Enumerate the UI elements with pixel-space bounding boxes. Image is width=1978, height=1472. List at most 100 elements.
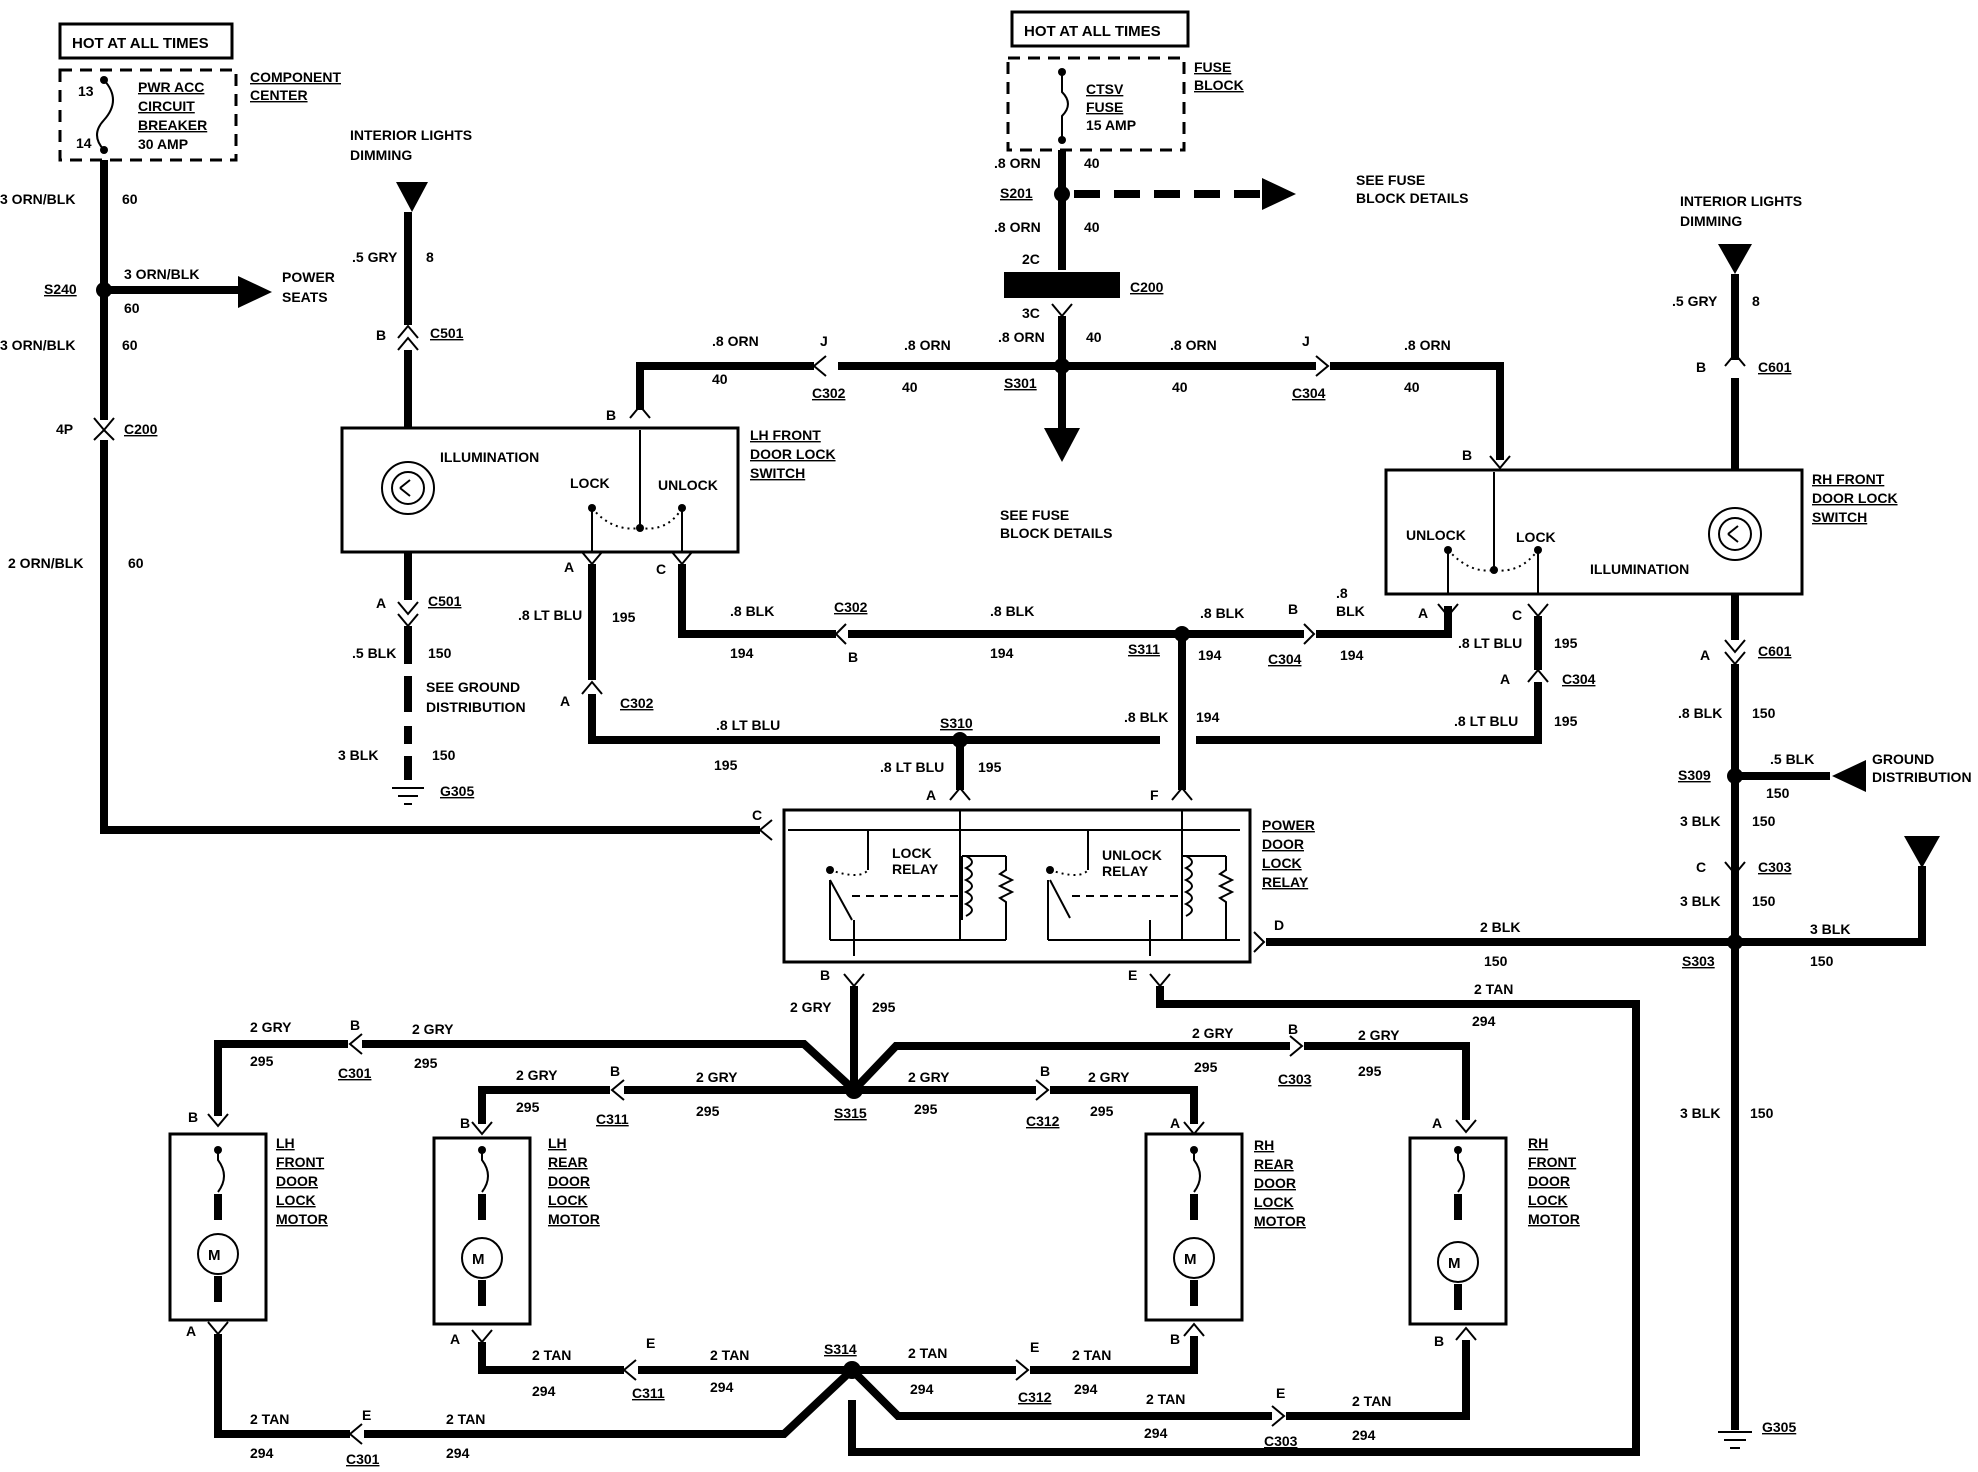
- arrow-power-seats: [238, 276, 272, 308]
- diagram-label: LH: [548, 1135, 567, 1151]
- diagram-label: 150: [1752, 813, 1776, 829]
- diagram-label: BLOCK: [1194, 77, 1244, 93]
- diagram-label: 194: [730, 645, 754, 661]
- diagram-label: UNLOCK: [658, 477, 718, 493]
- diagram-label: 150: [1750, 1105, 1774, 1121]
- diagram-label: D: [1274, 917, 1284, 933]
- diagram-label: 2 ORN/BLK: [8, 555, 83, 571]
- lh-front-door-lock-switch: ILLUMINATION LOCK UNLOCK: [340, 426, 740, 554]
- diagram-label: C303: [1758, 859, 1792, 875]
- diagram-label: J: [820, 333, 828, 349]
- diagram-label: .8 BLK: [1124, 709, 1168, 725]
- diagram-label: SWITCH: [750, 465, 805, 481]
- diagram-label: S310: [940, 715, 973, 731]
- diagram-label: 40: [1084, 155, 1100, 171]
- diagram-label: 2 TAN: [1352, 1393, 1391, 1409]
- diagram-label: C304: [1268, 651, 1302, 667]
- diagram-label: E: [1276, 1385, 1285, 1401]
- diagram-label: B: [460, 1115, 470, 1131]
- diagram-label: B: [376, 327, 386, 343]
- diagram-label: S314: [824, 1341, 857, 1357]
- diagram-label: 2 TAN: [532, 1347, 571, 1363]
- ctsy-fuse: CTSV FUSE 15 AMP: [1006, 56, 1186, 152]
- diagram-label: 4P: [56, 421, 73, 437]
- diagram-label: BLOCK DETAILS: [1356, 190, 1469, 206]
- diagram-label: C: [752, 807, 762, 823]
- diagram-label: C302: [620, 695, 654, 711]
- diagram-label: DOOR LOCK: [750, 446, 836, 462]
- diagram-label: LOCK: [548, 1192, 588, 1208]
- diagram-label: C304: [1562, 671, 1596, 687]
- diagram-label: 295: [914, 1101, 938, 1117]
- diagram-label: A: [1418, 605, 1428, 621]
- diagram-label: MOTOR: [548, 1211, 600, 1227]
- diagram-label: LOCK: [1516, 529, 1556, 545]
- diagram-label: ILLUMINATION: [440, 449, 539, 465]
- diagram-label: B: [350, 1017, 360, 1033]
- diagram-label: C301: [346, 1451, 380, 1467]
- diagram-label: 2 GRY: [1192, 1025, 1234, 1041]
- diagram-label: .8 ORN: [1170, 337, 1217, 353]
- diagram-label: 2 GRY: [908, 1069, 950, 1085]
- diagram-label: GROUND: [1872, 751, 1934, 767]
- diagram-label: 3 ORN/BLK: [0, 191, 75, 207]
- diagram-label: 3 BLK: [1680, 813, 1720, 829]
- diagram-label: SEE FUSE: [1000, 507, 1069, 523]
- diagram-label: A: [564, 559, 574, 575]
- arrow-ground-distribution: [1832, 760, 1866, 792]
- diagram-label: DIMMING: [1680, 213, 1742, 229]
- diagram-label: E: [1128, 967, 1137, 983]
- diagram-label: ILLUMINATION: [1590, 561, 1689, 577]
- arrow-interior-lights-left: [396, 182, 428, 212]
- diagram-label: .8 LT BLU: [1458, 635, 1522, 651]
- diagram-label: 294: [1352, 1427, 1376, 1443]
- diagram-label: DISTRIBUTION: [426, 699, 526, 715]
- diagram-label: M: [1448, 1255, 1461, 1272]
- diagram-label: DOOR: [1254, 1175, 1296, 1191]
- diagram-label: B: [1288, 601, 1298, 617]
- diagram-label: S311: [1128, 641, 1160, 657]
- diagram-label: 3 BLK: [1810, 921, 1850, 937]
- diagram-label: C302: [812, 385, 846, 401]
- diagram-label: B: [1434, 1333, 1444, 1349]
- connector-c200-block: [1004, 272, 1120, 298]
- diagram-label: RELAY: [892, 861, 939, 877]
- diagram-label: .8 LT BLU: [716, 717, 780, 733]
- arrow-interior-lights-right: [1718, 244, 1752, 274]
- diagram-label: B: [1170, 1331, 1180, 1347]
- diagram-label: 3 ORN/BLK: [124, 266, 199, 282]
- diagram-label: C501: [428, 593, 462, 609]
- rh-rear-door-lock-motor: M: [1144, 1132, 1244, 1322]
- diagram-label: C200: [124, 421, 158, 437]
- diagram-label: M: [1184, 1251, 1197, 1268]
- diagram-label: RH: [1254, 1137, 1274, 1153]
- diagram-label: 3 ORN/BLK: [0, 337, 75, 353]
- diagram-label: 40: [1172, 379, 1188, 395]
- diagram-label: 2 GRY: [790, 999, 832, 1015]
- arrow-see-fuse-block: [1262, 178, 1296, 210]
- diagram-label: 194: [990, 645, 1014, 661]
- diagram-label: BLOCK DETAILS: [1000, 525, 1113, 541]
- diagram-label: .8 ORN: [1404, 337, 1451, 353]
- rh-front-door-lock-motor: M: [1408, 1136, 1508, 1326]
- rh-front-door-lock-switch: UNLOCK LOCK ILLUMINATION: [1384, 468, 1804, 596]
- diagram-label: C: [656, 561, 666, 577]
- diagram-label: 14: [76, 135, 92, 151]
- diagram-label: 15 AMP: [1086, 117, 1136, 133]
- diagram-label: MOTOR: [1254, 1213, 1306, 1229]
- diagram-label: FRONT: [1528, 1154, 1577, 1170]
- diagram-label: 60: [128, 555, 144, 571]
- diagram-label: RELAY: [1102, 863, 1149, 879]
- diagram-label: 150: [428, 645, 452, 661]
- diagram-label: BLK: [1336, 603, 1365, 619]
- diagram-label: .8 BLK: [990, 603, 1034, 619]
- diagram-label: CIRCUIT: [138, 98, 195, 114]
- diagram-label: BREAKER: [138, 117, 207, 133]
- diagram-label: 2 TAN: [908, 1345, 947, 1361]
- diagram-label: 40: [1404, 379, 1420, 395]
- diagram-label: RELAY: [1262, 874, 1309, 890]
- diagram-label: G305: [1762, 1419, 1796, 1435]
- diagram-label: SEATS: [282, 289, 328, 305]
- diagram-label: A: [376, 595, 386, 611]
